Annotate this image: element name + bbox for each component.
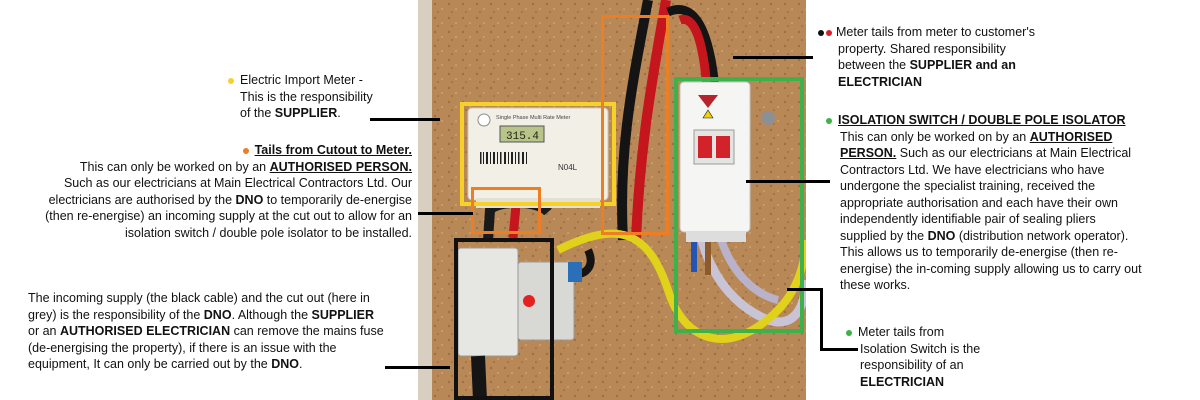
cutout-highlight — [454, 238, 554, 400]
isolator-line2-bold: PERSON. — [840, 146, 897, 160]
isolator-line5: appropriate authorisation and each have … — [840, 195, 1118, 210]
leader-isolation-switch — [746, 180, 830, 183]
customer-line1: Meter tails from meter to customer's — [836, 25, 1035, 39]
tails-iso-line4-bold: ELECTRICIAN — [860, 374, 945, 389]
tails-line5: isolation switch / double pole isolator … — [125, 225, 412, 240]
incoming-line3-prefix: or an — [28, 324, 60, 338]
incoming-line1: The incoming supply (the black cable) an… — [28, 291, 370, 305]
green-dot-icon — [846, 329, 852, 336]
orange-dot-icon — [242, 147, 249, 154]
isolator-switch-right — [716, 136, 730, 158]
customer-line3-bold: SUPPLIER and an — [909, 58, 1016, 72]
isolator-line7-prefix: supplied by the — [840, 228, 928, 243]
green-dot-icon — [826, 117, 832, 124]
leader-meter-tails-customer — [733, 56, 813, 59]
incoming-line2-prefix: grey) is the responsibility of the — [28, 307, 204, 322]
isolator-line10: these works. — [840, 278, 911, 292]
isolator-switch-left — [698, 136, 712, 158]
tails-iso-line3: responsibility of an — [860, 358, 964, 372]
blue-label — [568, 262, 582, 282]
isolator-line7-suffix: (distribution network operator). — [955, 228, 1129, 243]
incoming-supply-cable — [471, 355, 487, 400]
annotation-isolation-switch: ISOLATION SWITCH / DOUBLE POLE ISOLATOR … — [826, 112, 1196, 294]
incoming-line5-bold: DNO — [271, 357, 299, 371]
isolator-heading: ISOLATION SWITCH / DOUBLE POLE ISOLATOR — [838, 113, 1126, 127]
red-dot-icon — [826, 29, 832, 36]
isolator-line4: undergone the specialist training, recei… — [840, 179, 1096, 193]
incoming-line3-suffix: can remove the mains fuse — [230, 324, 384, 338]
tails-line3-suffix: to temporarily de-energise — [263, 192, 412, 207]
meter-logo-icon — [477, 113, 491, 127]
tails-line1-prefix: This can only be worked on by an — [79, 159, 270, 174]
incoming-line2-suffix: . Although the — [231, 307, 312, 322]
customer-line3-prefix: between the — [838, 58, 910, 72]
tails-line4: (then re-energise) an incoming supply at… — [45, 209, 412, 223]
incoming-line4: (de-energising the property), if there i… — [28, 340, 337, 355]
tails-line1-bold: AUTHORISED PERSON. — [269, 159, 412, 174]
incoming-line5-prefix: equipment, It can only be carried out by… — [28, 357, 272, 371]
isolator-base — [686, 232, 746, 242]
leader-tails-isolator-h1 — [787, 288, 822, 291]
leader-tails-isolator-h2 — [820, 348, 858, 351]
supplier-line3-bold: SUPPLIER — [274, 106, 338, 120]
isolator-line3: Contractors Ltd. We have electricians wh… — [840, 162, 1105, 177]
incoming-line3-bold: AUTHORISED ELECTRICIAN — [59, 324, 231, 338]
red-tail-cable — [631, 0, 671, 241]
annotation-incoming-supply: The incoming supply (the black cable) an… — [28, 290, 428, 373]
isolator-line9: energise) the in-coming supply allowing … — [840, 261, 1142, 276]
isolator-line8: This allows us to temporarily de-energis… — [840, 245, 1118, 259]
black-tail-cable — [617, 0, 653, 241]
tails-line3-prefix: electricians are authorised by the — [48, 192, 236, 207]
isolator-line7-bold: DNO — [927, 228, 956, 243]
annotation-tails-isolator: Meter tails from Isolation Switch is the… — [846, 324, 1046, 390]
annotation-tails-cutout: Tails from Cutout to Meter. This can onl… — [4, 142, 412, 241]
incoming-line2-bold2: SUPPLIER — [311, 307, 375, 322]
tails-line2: Such as our electricians at Main Electri… — [63, 176, 412, 190]
tails-iso-line1: Meter tails from — [858, 325, 945, 339]
isolator-line6: independently identifiable pair of seali… — [840, 212, 1096, 226]
board-edge — [418, 0, 432, 400]
isolator-logo-icon — [698, 95, 718, 108]
tails-lower-highlight — [471, 187, 541, 234]
supplier-line3-prefix: of the — [240, 106, 275, 120]
meter-display — [499, 125, 545, 143]
meter-board-photo: Single Phase Multi Rate Meter 315.4 N04L — [418, 0, 806, 400]
supplier-title-line1: Electric Import Meter - — [240, 73, 363, 87]
leader-incoming-supply — [385, 366, 450, 369]
isolator-highlight — [674, 77, 804, 333]
meter-model-code: N04L — [558, 163, 578, 172]
isolator-line1-bold: AUTHORISED — [1029, 129, 1113, 144]
warning-triangle-icon — [702, 109, 714, 119]
leader-supplier-meter — [370, 118, 440, 121]
black-dot-icon — [818, 29, 824, 36]
meter-barcode — [480, 152, 527, 164]
incoming-line5-suffix: . — [298, 357, 303, 371]
tails-iso-line2: Isolation Switch is the — [860, 341, 981, 356]
customer-line4-bold: ELECTRICIAN — [838, 74, 923, 89]
isolator-line1-prefix: This can only be worked on by an — [840, 129, 1030, 144]
cutout-fuse-carrier — [517, 261, 575, 341]
meter-brand-line: Single Phase Multi Rate Meter — [496, 115, 570, 121]
isolator-screw — [761, 111, 775, 125]
red-seal-dot — [523, 295, 535, 307]
leader-tails-isolator-v — [820, 288, 823, 350]
leader-tails-cutout — [418, 212, 473, 215]
meter-display-value: 315.4 — [506, 131, 539, 143]
incoming-line2-bold: DNO — [203, 307, 232, 322]
supplier-title-line2: This is the responsibility — [240, 89, 373, 104]
tails-heading: Tails from Cutout to Meter. — [254, 143, 412, 157]
isolator-line2-suffix: Such as our electricians at Main Electri… — [896, 146, 1132, 160]
supplier-line3-suffix: . — [337, 106, 341, 120]
customer-line2: property. Shared responsibility — [838, 41, 1006, 56]
yellow-dot-icon — [228, 77, 234, 84]
annotation-supplier-meter: Electric Import Meter - This is the resp… — [228, 72, 428, 122]
tails-upper-highlight — [601, 15, 669, 235]
tails-line3-bold: DNO — [235, 192, 264, 207]
annotation-meter-tails-customer: Meter tails from meter to customer's pro… — [818, 24, 1078, 90]
